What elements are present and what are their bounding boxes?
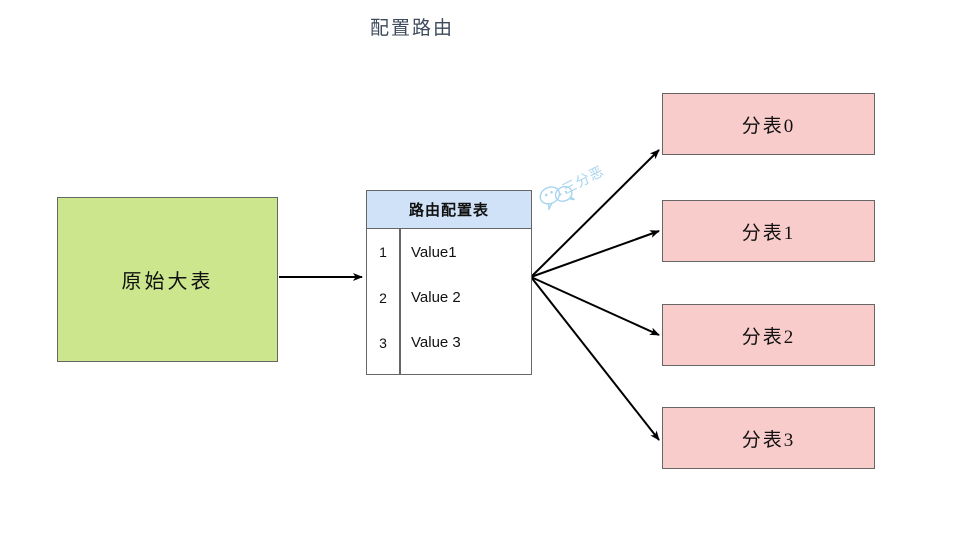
- shard-table-box-1[interactable]: 分表1: [662, 200, 875, 262]
- source-table-label: 原始大表: [121, 271, 214, 293]
- table-row[interactable]: 1 Value1: [367, 229, 531, 275]
- row-key: 2: [379, 289, 387, 306]
- connector-routing-table-to-shard-3: [530, 276, 660, 441]
- source-table-box[interactable]: 原始大表: [57, 197, 278, 362]
- routing-table-body: 1 Value1 2 Value 2 3 Value 3: [367, 229, 531, 374]
- row-value: Value 3: [411, 334, 461, 351]
- shard-table-box-0[interactable]: 分表0: [662, 93, 875, 155]
- shard-table-box-3[interactable]: 分表3: [662, 407, 875, 469]
- shard-table-label: 分表2: [741, 326, 796, 348]
- table-row[interactable]: 3 Value 3: [367, 320, 531, 365]
- shard-table-label: 分表0: [741, 115, 796, 137]
- page-title: 配置路由: [370, 18, 455, 39]
- column-divider: [399, 229, 401, 374]
- watermark-text: 三分恶: [560, 164, 608, 199]
- row-key: 3: [379, 334, 387, 351]
- shard-table-box-2[interactable]: 分表2: [662, 304, 875, 366]
- connector-routing-table-to-shard-1: [530, 230, 660, 278]
- row-value: Value1: [411, 243, 457, 261]
- watermark: 三分恶: [537, 164, 629, 212]
- routing-config-table[interactable]: 路由配置表 1 Value1 2 Value 2 3 Value 3: [366, 190, 532, 375]
- connector-routing-table-to-shard-0: [530, 149, 660, 278]
- wechat-icon: [539, 185, 575, 212]
- shard-table-label: 分表3: [741, 429, 796, 451]
- row-value: Value 2: [411, 289, 461, 306]
- table-row[interactable]: 2 Value 2: [367, 275, 531, 320]
- row-key: 1: [379, 244, 387, 260]
- routing-table-header: 路由配置表: [367, 191, 531, 229]
- connector-routing-table-to-shard-2: [530, 276, 660, 336]
- shard-table-label: 分表1: [741, 222, 796, 244]
